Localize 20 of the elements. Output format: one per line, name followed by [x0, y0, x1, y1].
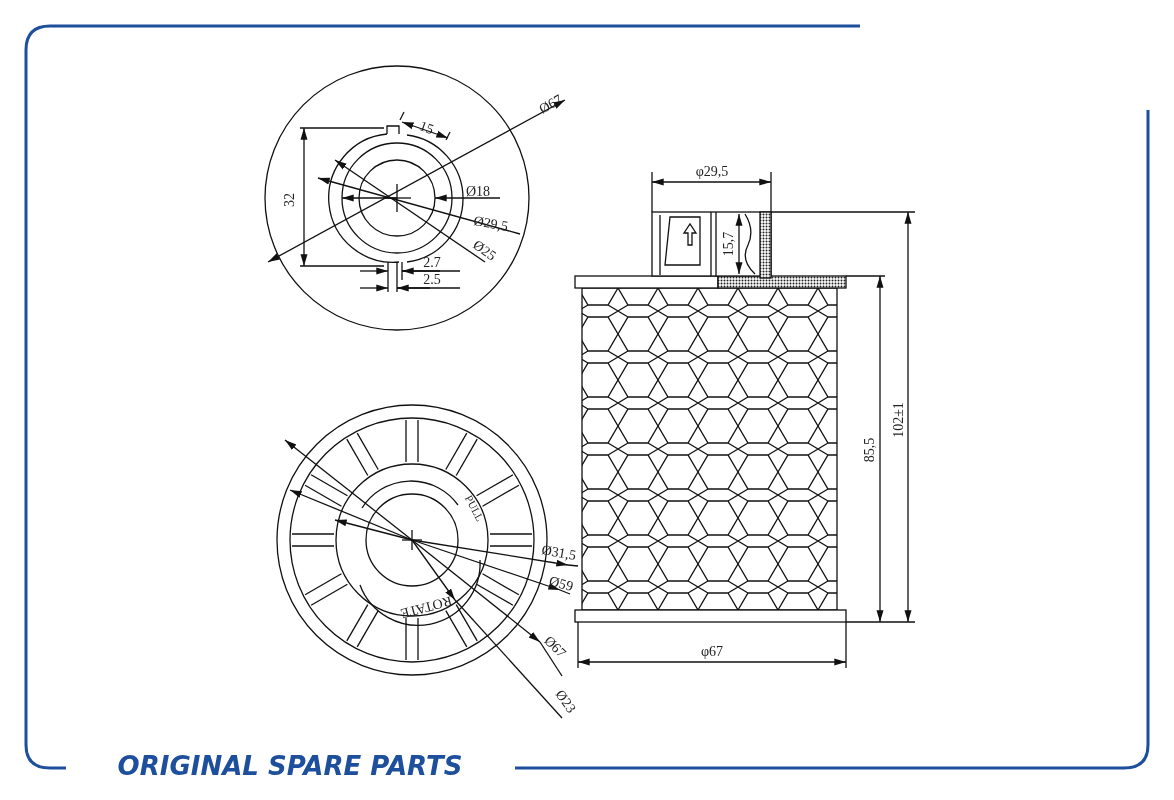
dimension-label: φ29,5	[695, 164, 729, 179]
dimension-label: Ø67	[541, 633, 569, 661]
dimension-label: 15	[417, 118, 436, 138]
dimension-label: 32	[282, 193, 297, 207]
embossed-text: ROTATE	[398, 593, 454, 622]
footer-slogan: ORIGINAL SPARE PARTS	[117, 751, 463, 781]
dimension-label: 2.7	[423, 255, 441, 270]
dimension-label: Ø31,5	[540, 542, 578, 563]
dimension-label: Ø29,5	[472, 213, 510, 234]
dimension-label: Ø18	[465, 184, 491, 199]
dimension-label: 15,7	[721, 231, 736, 257]
dimension-label: 2.5	[423, 272, 441, 287]
dimension-label: Ø59	[547, 573, 575, 594]
dimension-label: Ø67	[536, 91, 565, 117]
dimension-label: 102±1	[891, 402, 906, 438]
dimension-label: 85,5	[862, 437, 877, 463]
dimension-label: Ø25	[470, 237, 499, 264]
dimension-label: Ø23	[552, 687, 579, 716]
embossed-text: PULL	[462, 493, 487, 524]
dimension-label: φ67	[700, 644, 724, 659]
